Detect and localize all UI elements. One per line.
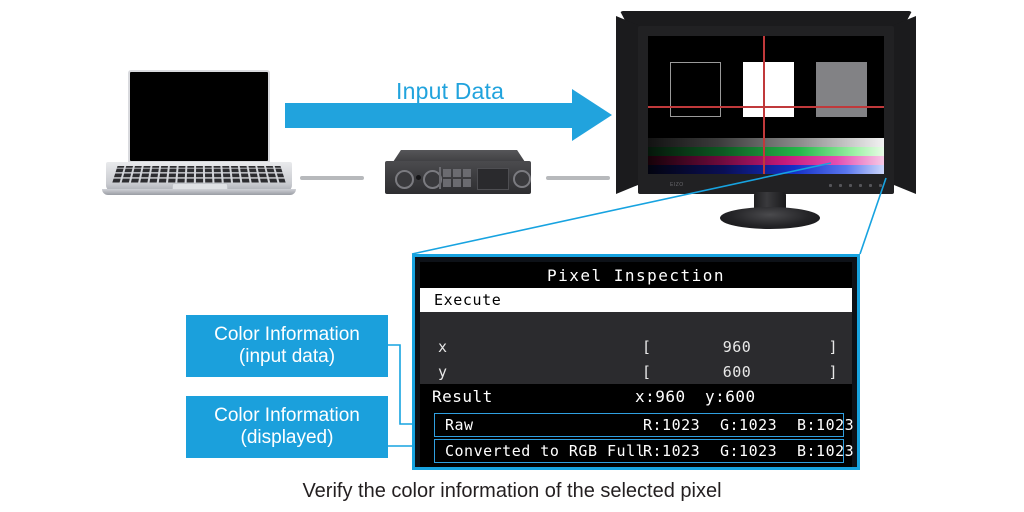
- result-row-raw-red: R:1023: [643, 416, 701, 434]
- crosshair-horizontal: [648, 106, 884, 108]
- field-y[interactable]: y [ 600 ]: [420, 359, 852, 384]
- device-divider: [439, 167, 441, 189]
- monitor-base: [720, 207, 820, 229]
- gradient-bar-green: [648, 147, 884, 156]
- laptop-screen: [130, 72, 268, 161]
- device-led-icon: [416, 175, 421, 180]
- brand-logo: EIZO: [670, 182, 684, 188]
- callout-input-data-line2: (input data): [238, 346, 336, 367]
- laptop-keyboard: [112, 166, 286, 183]
- monitor: EIZO: [616, 8, 916, 229]
- device-display: [477, 168, 509, 190]
- osd-spacer: [420, 312, 852, 334]
- field-y-label: y: [438, 362, 448, 381]
- field-y-bracket-right: ]: [828, 362, 838, 381]
- result-row-raw-blue: B:1023: [797, 416, 855, 434]
- execute-label: Execute: [434, 291, 502, 309]
- device-button-grid: [443, 169, 471, 187]
- result-row-converted-red: R:1023: [643, 442, 701, 460]
- input-data-label: Input Data: [396, 78, 505, 104]
- result-row-raw-green: G:1023: [720, 416, 778, 434]
- result-y: y:600: [705, 387, 756, 406]
- field-x[interactable]: x [ 960 ]: [420, 334, 852, 359]
- callout-input-data-line1: Color Information: [214, 324, 360, 345]
- test-square-white: [743, 62, 794, 117]
- crosshair-vertical: [763, 36, 765, 174]
- figure-caption: Verify the color information of the sele…: [302, 480, 722, 502]
- field-y-value: 600: [722, 362, 752, 381]
- field-x-bracket-left: [: [642, 337, 652, 356]
- monitor-bezel: EIZO: [638, 26, 894, 194]
- pixel-inspection-panel: Pixel Inspection Execute x [ 960 ] y [ 6…: [412, 254, 860, 470]
- monitor-hood-right: [890, 16, 916, 194]
- laptop-base: [106, 162, 292, 192]
- test-square-outline: [670, 62, 721, 117]
- result-row-raw: Raw R:1023 G:1023 B:1023: [434, 413, 854, 437]
- device-top-panel: [393, 150, 525, 162]
- result-row-raw-name: Raw: [445, 416, 474, 434]
- callout-input-data: Color Information (input data): [186, 315, 388, 377]
- result-row-converted-blue: B:1023: [797, 442, 855, 460]
- result-rows: Raw R:1023 G:1023 B:1023 Converted to RG…: [420, 409, 854, 467]
- callout-displayed-line2: (displayed): [240, 427, 334, 448]
- test-square-gray: [816, 62, 867, 117]
- input-data-arrow-head: [572, 89, 612, 141]
- result-x: x:960: [635, 387, 686, 406]
- callout-displayed-line1: Color Information: [214, 405, 360, 426]
- osd-inner: Pixel Inspection Execute x [ 960 ] y [ 6…: [420, 262, 854, 467]
- signal-generator-device: [383, 150, 533, 194]
- gradient-bars: [648, 138, 884, 174]
- result-header: Result x:960 y:600: [420, 384, 852, 409]
- result-row-converted: Converted to RGB Full R:1023 G:1023 B:10…: [434, 439, 854, 463]
- execute-menu-item[interactable]: Execute: [420, 288, 852, 312]
- device-knob-left: [395, 170, 414, 189]
- gradient-bar-magenta: [648, 156, 884, 165]
- result-label: Result: [432, 387, 493, 406]
- result-row-converted-green: G:1023: [720, 442, 778, 460]
- gradient-bar-grayscale: [648, 138, 884, 147]
- field-x-bracket-right: ]: [828, 337, 838, 356]
- cable-laptop-to-device: [300, 176, 364, 180]
- device-front-panel: [385, 161, 531, 194]
- field-y-bracket-left: [: [642, 362, 652, 381]
- cable-device-to-monitor: [546, 176, 610, 180]
- input-data-arrow-shaft: [285, 103, 575, 128]
- laptop-lid: [128, 70, 270, 163]
- gradient-bar-blue: [648, 165, 884, 174]
- callout-displayed: Color Information (displayed): [186, 396, 388, 458]
- laptop-foot: [102, 189, 296, 195]
- result-row-converted-name: Converted to RGB Full: [445, 442, 646, 460]
- field-x-label: x: [438, 337, 448, 356]
- osd-title: Pixel Inspection: [420, 262, 852, 288]
- laptop: [102, 70, 296, 198]
- monitor-screen: [648, 36, 884, 174]
- device-knob-right: [513, 170, 531, 188]
- field-x-value: 960: [722, 337, 752, 356]
- monitor-control-buttons[interactable]: [829, 184, 882, 187]
- laptop-trackpad: [172, 183, 228, 192]
